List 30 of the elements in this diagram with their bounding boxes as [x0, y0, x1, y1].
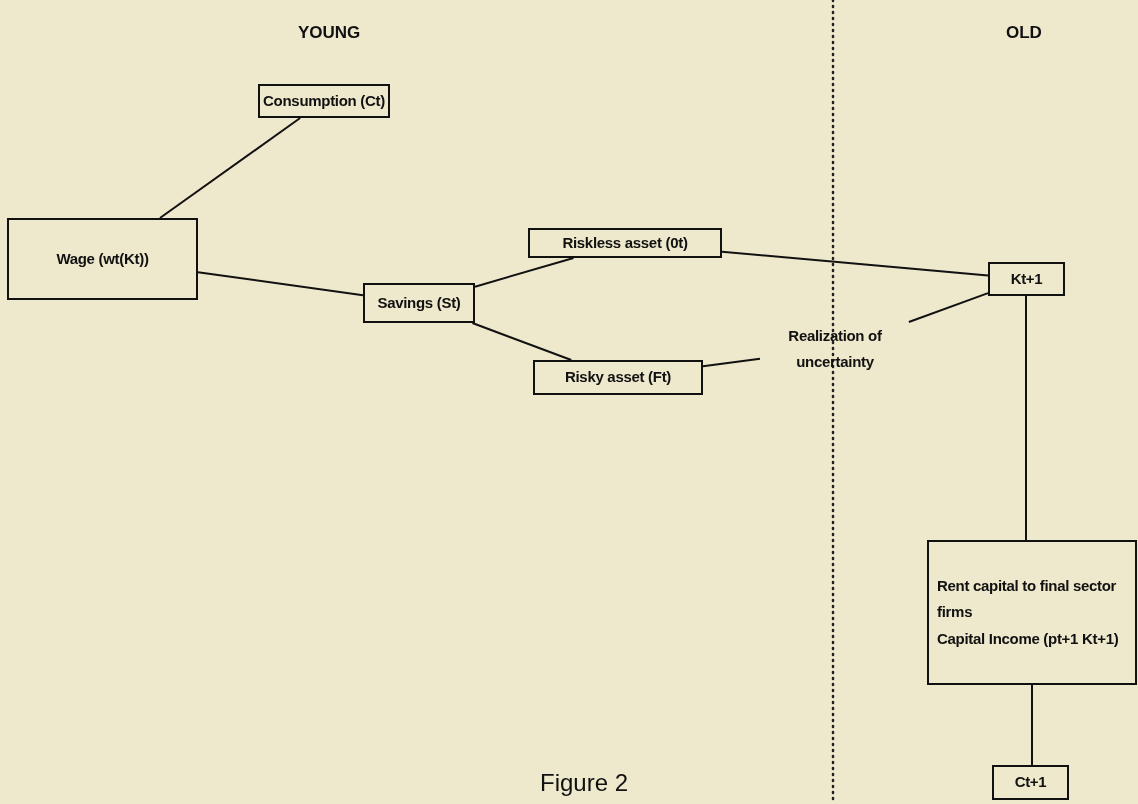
node-label: Rent capital to final sector firms: [937, 576, 1118, 623]
node-label: Consumption (Ct): [263, 90, 385, 111]
process-box: [533, 360, 703, 395]
column-heading: YOUNG: [298, 22, 361, 44]
connector-line: [721, 250, 989, 277]
node-label: Ct+1: [1014, 772, 1047, 793]
node-label: Kt+1: [1010, 268, 1043, 289]
connector-line: [159, 117, 302, 219]
connector-line: [1025, 295, 1027, 541]
process-box: [363, 283, 475, 323]
connector-line: [1031, 684, 1033, 766]
process-box: [528, 228, 722, 258]
connector-line: [197, 271, 364, 297]
process-box: [988, 262, 1065, 296]
figure-caption: Figure 2: [540, 768, 629, 798]
process-box: [927, 540, 1137, 685]
node-label: Savings (St): [377, 292, 461, 313]
node-label: Risky asset (Ft): [564, 367, 672, 388]
node-label: Riskless asset (0t): [562, 232, 688, 253]
node-label: Realization of uncertainty: [787, 325, 883, 372]
connector-line: [702, 357, 761, 368]
node-label: Wage (wt(Kt)): [56, 248, 149, 269]
process-box: [992, 765, 1069, 800]
connector-line: [474, 257, 575, 288]
connector-line: [907, 292, 989, 323]
process-box: [258, 84, 390, 118]
connector-line: [471, 322, 573, 361]
process-box: [7, 218, 198, 300]
node-label: Capital Income (pt+1 Kt+1): [937, 628, 1119, 649]
column-heading: OLD: [1006, 22, 1042, 44]
